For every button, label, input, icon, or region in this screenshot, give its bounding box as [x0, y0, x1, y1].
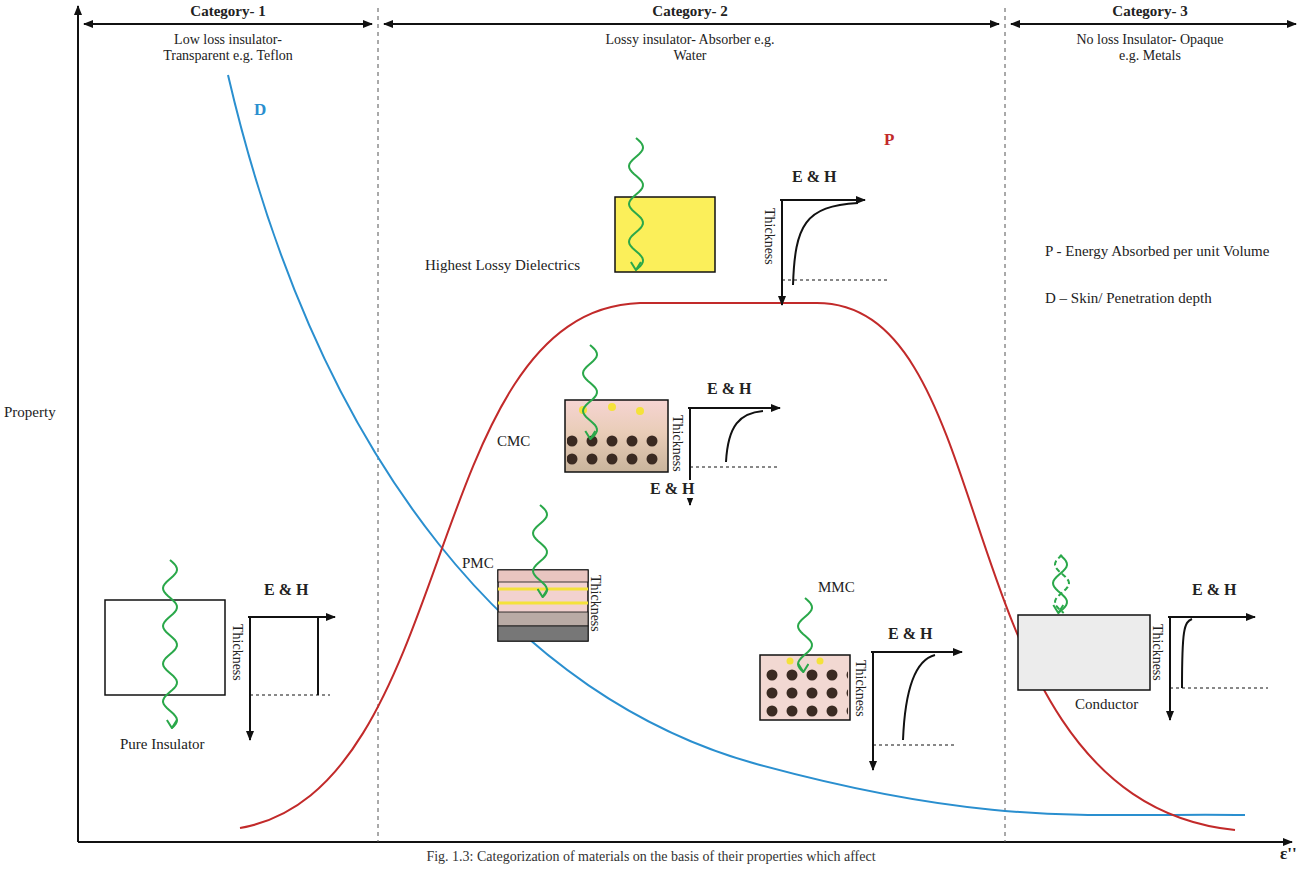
- axis-label: Thickness: [669, 415, 685, 472]
- field-plot: [248, 617, 335, 740]
- category-heading: Category- 3: [1112, 3, 1187, 20]
- figure-caption: Fig. 1.3: Categorization of materials on…: [426, 849, 875, 865]
- axis-label: Thickness: [852, 660, 868, 717]
- microwave-ray: [1055, 555, 1069, 613]
- material-label: CMC: [497, 433, 530, 450]
- axis-label: E & H: [1190, 581, 1238, 599]
- field-plot: [1168, 617, 1268, 720]
- category-description: No loss Insulator- Opaque e.g. Metals: [1065, 32, 1235, 64]
- microwave-rays: [163, 138, 1069, 728]
- pure-insulator-block: [105, 600, 225, 695]
- material-label: Highest Lossy Dielectrics: [425, 257, 580, 274]
- material-label: Pure Insulator: [120, 736, 205, 753]
- category-heading: Category- 1: [190, 3, 265, 20]
- material-label: PMC: [462, 555, 494, 572]
- axis-label: Thickness: [587, 575, 603, 632]
- legend-note: D – Skin/ Penetration depth: [1045, 290, 1212, 307]
- conductor-block: [1018, 615, 1150, 690]
- microwave-ray: [163, 560, 177, 728]
- category-description: Lossy insulator- Absorber e.g. Water: [605, 32, 775, 64]
- axis-label: E & H: [705, 380, 753, 398]
- category-heading: Category- 2: [652, 3, 727, 20]
- category-ranges: [84, 23, 1296, 25]
- axes: [78, 6, 1292, 842]
- curve-label: D: [252, 100, 268, 120]
- axis-title: Property: [4, 404, 56, 421]
- category-dividers: [378, 8, 1005, 842]
- axis-title: ε'': [1280, 844, 1297, 864]
- pmc-block: [498, 570, 588, 641]
- curve-label: P: [882, 130, 896, 150]
- axis-label: E & H: [886, 625, 934, 643]
- axis-label: Thickness: [761, 208, 777, 265]
- material-label: MMC: [818, 579, 855, 596]
- axis-label: E & H: [262, 581, 310, 599]
- axis-label: Thickness: [229, 624, 245, 681]
- field-plot: [688, 408, 780, 505]
- microwave-ray: [629, 138, 643, 270]
- microwave-ray: [583, 345, 597, 439]
- field-plot: [780, 200, 890, 305]
- axis-label: E & H: [790, 168, 838, 186]
- energy-absorbed-curve: [240, 303, 1235, 830]
- microwave-ray: [533, 505, 547, 597]
- axis-label: E & H: [648, 480, 696, 498]
- mmc-block: [760, 655, 850, 720]
- material-label: Conductor: [1075, 696, 1138, 713]
- microwave-ray: [798, 598, 812, 672]
- axis-label: Thickness: [1149, 624, 1165, 681]
- cmc-block: [565, 400, 668, 472]
- legend-note: P - Energy Absorbed per unit Volume: [1045, 243, 1295, 260]
- category-description: Low loss insulator- Transparent e.g. Tef…: [143, 32, 313, 64]
- field-plot: [871, 652, 962, 770]
- penetration-depth-curve: [228, 75, 1245, 815]
